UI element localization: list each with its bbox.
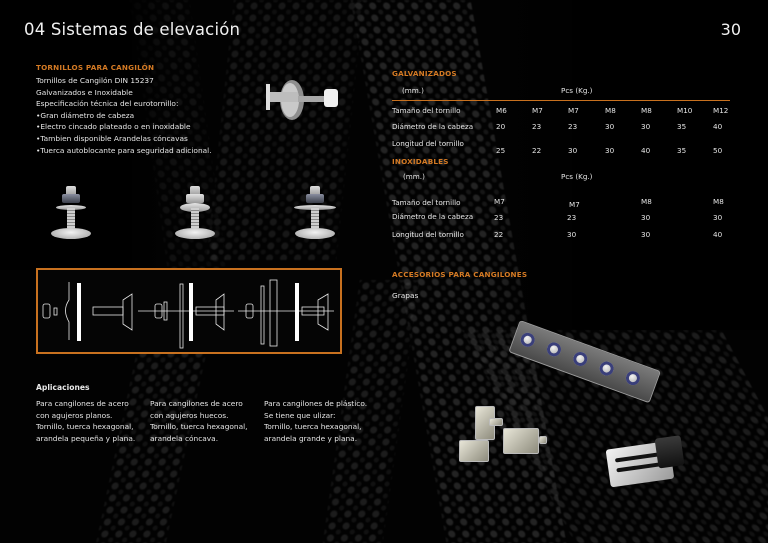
- cell: 30: [641, 122, 651, 131]
- application-line: arandela grande y plana.: [264, 433, 358, 443]
- cell: M8: [605, 106, 616, 115]
- row-label: Diámetro de la cabeza: [392, 122, 474, 131]
- diagram-plastic-bucket: [238, 279, 334, 347]
- cell: 40: [713, 230, 723, 239]
- cell: M7: [532, 106, 543, 115]
- cell: 25: [496, 146, 506, 155]
- application-line: Para cangilones de plástico.: [264, 399, 368, 408]
- cell: 23: [532, 122, 542, 131]
- cell: 22: [494, 230, 504, 239]
- galvanizados-title: GALVANIZADOS: [392, 69, 457, 78]
- application-line: Para cangilones de acero: [36, 399, 129, 408]
- row-label: Longitud del tornillo: [392, 230, 464, 239]
- cell: 30: [641, 213, 651, 222]
- application-line: Tornillo, tuerca hexagonal,: [264, 422, 362, 432]
- cell: 50: [713, 146, 723, 155]
- section-title-tornillos: TORNILLOS PARA CANGILÓN: [36, 63, 155, 72]
- cell: 20: [496, 122, 506, 131]
- intro-bullet: •Gran diámetro de cabeza: [36, 110, 135, 120]
- cell: M7: [569, 200, 580, 209]
- cell: M8: [713, 197, 724, 206]
- row-label: Tamaño del tornillo: [392, 198, 461, 207]
- applications-heading: Aplicaciones: [36, 383, 90, 392]
- cell: M6: [496, 106, 507, 115]
- galvanizados-pcs: Pcs (Kg.): [561, 86, 593, 95]
- bolt-photo-large-washer: [292, 186, 338, 240]
- cell: 23: [568, 122, 578, 131]
- intro-bullet: •Tuerca autoblocante para seguridad adic…: [36, 145, 212, 155]
- intro-section: TORNILLOS PARA CANGILÓN Tornillos de Can…: [36, 63, 212, 156]
- application-column-flat: Para cangilones de acero con agujeros pl…: [36, 398, 154, 444]
- inoxidables-title: INOXIDABLES: [392, 157, 449, 166]
- application-line: Tornillo, tuerca hexagonal,: [150, 422, 248, 432]
- diagram-flat-holes: [42, 282, 133, 341]
- application-line: arandela cóncava.: [150, 433, 219, 443]
- assembly-diagrams-box: [36, 268, 342, 354]
- page-number: 30: [720, 20, 741, 39]
- diagram-hollow-holes: [138, 283, 234, 349]
- cell: 30: [605, 122, 615, 131]
- page-title: 04 Sistemas de elevación: [24, 20, 241, 39]
- cell: 30: [568, 146, 578, 155]
- application-line: con agujeros huecos.: [150, 410, 229, 420]
- inoxidables-unit: (mm.): [403, 172, 425, 181]
- cell: 35: [677, 122, 687, 131]
- cell: M8: [641, 106, 652, 115]
- bolt-photo-flat-washer: [48, 186, 94, 240]
- cell: M12: [713, 106, 729, 115]
- assembly-diagram-icons: [42, 279, 334, 349]
- cell: M7: [568, 106, 579, 115]
- cell: 30: [641, 230, 651, 239]
- application-line: arandela pequeña y plana.: [36, 433, 136, 443]
- table-divider: [392, 100, 730, 101]
- cell: 40: [713, 122, 723, 131]
- cell: 22: [532, 146, 542, 155]
- cell: 30: [567, 230, 577, 239]
- row-label: Tamaño del tornillo: [392, 106, 461, 115]
- applications-section: Aplicaciones Para cangilones de acero co…: [36, 383, 367, 443]
- application-line: con agujeros planos.: [36, 410, 113, 420]
- intro-line: Galvanizados e Inoxidable: [36, 87, 133, 97]
- intro-line: Especificación técnica del eurotornillo:: [36, 99, 179, 109]
- cell: 40: [641, 146, 651, 155]
- clip-group-photo: [455, 400, 565, 464]
- inoxidables-pcs: Pcs (Kg.): [561, 172, 593, 181]
- row-label: Longitud del tornillo: [392, 139, 464, 148]
- row-label: Diámetro de la cabeza: [392, 212, 474, 221]
- application-column-plastic: Para cangilones de plástico. Se tiene qu…: [264, 398, 382, 444]
- intro-bullet: •Electro cincado plateado o en inoxidabl…: [36, 122, 191, 132]
- bolt-photo-side: [266, 80, 338, 120]
- application-line: Tornillo, tuerca hexagonal,: [36, 422, 134, 432]
- cell: 35: [677, 146, 687, 155]
- cell: M8: [641, 197, 652, 206]
- application-line: Se tiene que ulizar:: [264, 410, 336, 420]
- cell: 30: [713, 213, 723, 222]
- intro-line: Tornillos de Cangilón DIN 15237: [36, 76, 154, 85]
- galvanizados-unit: (mm.): [402, 86, 424, 95]
- accessories-title: ACCESORIOS PARA CANGILONES: [392, 270, 528, 279]
- accessories-subtitle: Grapas: [392, 291, 419, 300]
- cell: 23: [494, 213, 504, 222]
- application-column-hollow: Para cangilones de acero con agujeros hu…: [150, 398, 268, 444]
- application-line: Para cangilones de acero: [150, 399, 243, 408]
- bolt-photo-concave-washer: [172, 186, 218, 240]
- cell: M7: [494, 197, 505, 206]
- intro-bullet: •Tambien disponible Arandelas cóncavas: [36, 133, 188, 143]
- cell: 23: [567, 213, 577, 222]
- cell: 30: [605, 146, 615, 155]
- cell: M10: [677, 106, 693, 115]
